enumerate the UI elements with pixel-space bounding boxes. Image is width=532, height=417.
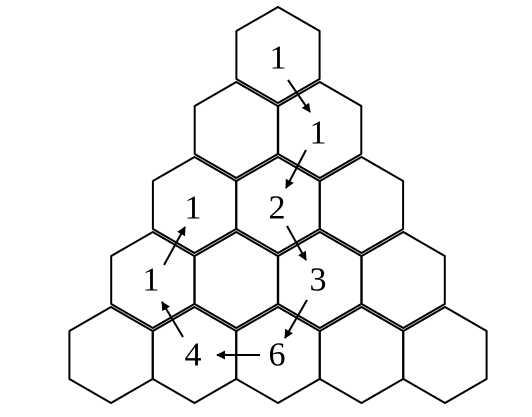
- arrow-r4-right-to-r5-middle: [284, 299, 308, 339]
- number-cell-r3-left: 1: [185, 190, 202, 227]
- number-cell-top: 1: [270, 40, 287, 77]
- number-cell-r4-right: 3: [310, 262, 327, 299]
- arrow-r5-left-to-r4-left: [161, 301, 184, 338]
- hexagon-r5-c5: [402, 306, 488, 404]
- arrow-top-to-r2-right: [287, 79, 311, 113]
- hexagon-r4-c4: [360, 231, 446, 329]
- number-cell-r4-left: 1: [143, 262, 160, 299]
- hexagon-r3-c3: [318, 156, 405, 254]
- number-cell-r3-middle: 2: [269, 190, 286, 227]
- hexagon-r1-c1: [235, 6, 321, 104]
- number-cell-r5-middle: 6: [269, 337, 286, 374]
- arrow-r4-left-to-r3-left: [163, 226, 186, 266]
- arrow-r3-middle-to-r4-right: [286, 225, 307, 261]
- number-cell-r5-left: 4: [185, 337, 202, 374]
- hexagon-r2-c2: [277, 81, 363, 179]
- hexagon-grid: [68, 6, 488, 404]
- arrow-r2-right-to-r3-middle: [285, 149, 307, 189]
- arrow-layer: [161, 79, 311, 360]
- number-labels: 1 1 1 2 1 3 4 6: [143, 40, 327, 374]
- number-cell-r2-right: 1: [310, 115, 327, 152]
